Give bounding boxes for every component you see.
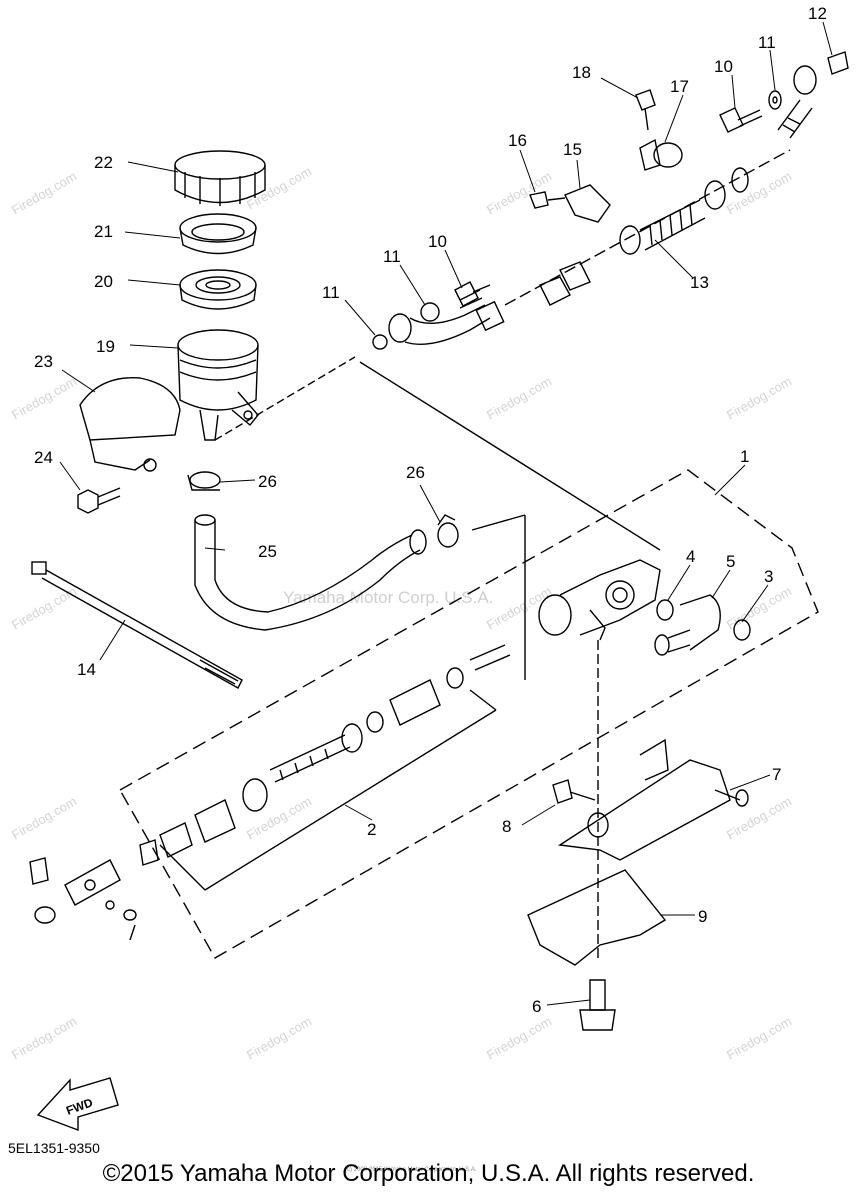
reservoir-cap [174, 150, 266, 206]
part-code: 5EL1351-9350 [8, 1140, 100, 1156]
clevis [29, 857, 137, 941]
callout-layer: 1 2 3 4 5 6 7 8 9 10 10 11 11 11 12 13 1… [34, 4, 827, 1016]
callout-6: 6 [532, 997, 541, 1016]
watermark-text: Firedog.com [9, 793, 79, 842]
callout-8: 8 [502, 817, 511, 836]
callout-20: 20 [94, 272, 113, 291]
callout-1: 1 [740, 447, 749, 466]
callout-3: 3 [764, 567, 773, 586]
callout-18: 18 [572, 63, 591, 82]
callout-13: 13 [690, 273, 709, 292]
watermark-text: Firedog.com [724, 373, 794, 422]
watermark-layer: Firedog.com Firedog.com Firedog.com Fire… [9, 163, 794, 1173]
reservoir-cover [79, 377, 181, 472]
watermark-text: Firedog.com [484, 373, 554, 422]
callout-16: 16 [508, 131, 527, 150]
callout-15: 15 [563, 140, 582, 159]
callout-21: 21 [94, 222, 113, 241]
watermark-text: Firedog.com [724, 793, 794, 842]
watermark-text: Firedog.com [9, 583, 79, 632]
callout-26: 26 [258, 472, 277, 491]
hose-centerline [504, 149, 791, 306]
bolt [529, 191, 566, 209]
leader-line [359, 361, 661, 551]
callout-4: 4 [686, 547, 695, 566]
callout-23: 23 [34, 352, 53, 371]
callout-11: 11 [383, 247, 401, 266]
callout-10: 10 [428, 232, 447, 251]
watermark-text: Firedog.com [244, 1013, 314, 1062]
diaphragm-plate [179, 213, 257, 255]
union-bolt [454, 107, 763, 307]
watermark-center: Yamaha Motor Corp. U.S.A. [283, 588, 493, 607]
assembly-box [119, 469, 819, 959]
clip [827, 51, 849, 75]
callout-24: 24 [34, 448, 53, 467]
circlip [733, 619, 751, 641]
callout-22: 22 [94, 153, 113, 172]
callout-5: 5 [726, 552, 735, 571]
brake-hose [372, 65, 817, 350]
callout-7: 7 [772, 765, 781, 784]
callout-10: 10 [714, 57, 733, 76]
leader-line [214, 356, 356, 441]
hose-guide [639, 138, 683, 171]
callout-14: 14 [77, 660, 96, 679]
callout-17: 17 [670, 77, 689, 96]
copyright-notice: ©2015 Yamaha Motor Corporation, U.S.A. A… [102, 1160, 755, 1187]
callout-2: 2 [367, 820, 376, 839]
callout-25: 25 [258, 542, 277, 561]
hose-clamp [187, 471, 221, 491]
leader-lines [59, 21, 833, 1006]
watermark-text: Firedog.com [484, 168, 554, 217]
o-ring [656, 599, 674, 621]
hose-joint [654, 594, 721, 656]
cable-tie [31, 561, 243, 689]
bolt [635, 89, 656, 131]
callout-11: 11 [322, 283, 340, 302]
bolt [579, 979, 616, 1031]
watermark-text: Firedog.com [9, 373, 79, 422]
mounting-bracket [558, 738, 749, 861]
hose-bracket [564, 184, 611, 223]
reservoir-body [177, 329, 259, 441]
watermark-text: Firedog.com [724, 168, 794, 217]
callout-9: 9 [698, 907, 707, 926]
bolt [552, 779, 596, 804]
reservoir-hose [194, 514, 427, 631]
callout-19: 19 [96, 337, 115, 356]
diaphragm [179, 269, 257, 310]
master-cylinder [538, 559, 661, 641]
fwd-label: FWD [64, 1095, 95, 1118]
heel-plate [527, 869, 667, 966]
watermark-text: Firedog.com [484, 1013, 554, 1062]
callout-11: 11 [758, 33, 776, 52]
piston-assembly [139, 644, 511, 866]
leader-line [471, 514, 526, 531]
callout-26: 26 [406, 463, 425, 482]
watermark-tiny: (c) 2008-2015 Yamaha Motor Corporation, … [345, 1167, 477, 1173]
watermark-text: Firedog.com [9, 168, 79, 217]
watermark-text: Firedog.com [244, 793, 314, 842]
watermark-text: Firedog.com [484, 583, 554, 632]
copper-washer [768, 90, 782, 110]
callout-12: 12 [808, 4, 827, 23]
hose-clamp [437, 514, 459, 548]
bolt [77, 487, 121, 514]
watermark-text: Firedog.com [9, 1013, 79, 1062]
drawing-layer [29, 51, 849, 1132]
leader-bracket [159, 515, 526, 891]
fwd-arrow-icon [36, 1077, 119, 1132]
watermark-text: Firedog.com [724, 1013, 794, 1062]
